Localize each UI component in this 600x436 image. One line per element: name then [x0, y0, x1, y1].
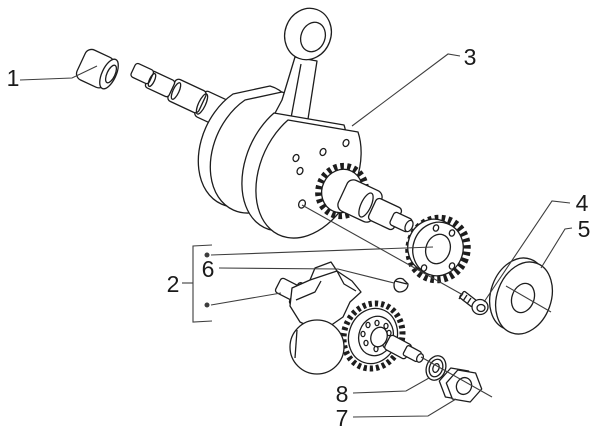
callout-8: 8: [336, 381, 349, 407]
callout-7: 7: [336, 405, 349, 431]
bushing-part: [75, 48, 119, 90]
leader-2a: [210, 246, 434, 256]
leader-5: [540, 227, 573, 269]
callout-1: 1: [7, 65, 20, 91]
callout-4: 4: [576, 190, 589, 216]
leader-7: [352, 398, 457, 418]
leader-2b: [210, 292, 282, 306]
callout-2: 2: [167, 271, 180, 297]
woodruff-key-part: [393, 277, 409, 293]
callout-6: 6: [202, 256, 215, 282]
nut-part: [438, 367, 483, 403]
bullet-2b: [204, 302, 210, 308]
leader-balancer-axis: [420, 356, 493, 398]
bullet-2a: [204, 252, 210, 258]
leader-4: [483, 200, 571, 303]
leader-6: [218, 267, 395, 284]
leader-1: [19, 65, 98, 81]
large-washer-part: [488, 257, 554, 335]
bracket-2: [192, 244, 213, 323]
crank-timing-sprocket: [315, 162, 414, 233]
balance-shaft: [274, 261, 425, 375]
callout-5: 5: [578, 216, 591, 242]
screw-part: [458, 290, 489, 316]
callout-labels: 1 2 3 4 5 6 7 8: [7, 44, 591, 431]
leader-8: [352, 377, 430, 394]
leader-crank-axis: [301, 204, 464, 296]
leader-5-axis: [505, 285, 552, 313]
leader-3: [351, 53, 461, 127]
callout-3: 3: [464, 44, 477, 70]
balancer-drive-sprocket: [405, 214, 471, 284]
leader-lines: [19, 53, 573, 418]
